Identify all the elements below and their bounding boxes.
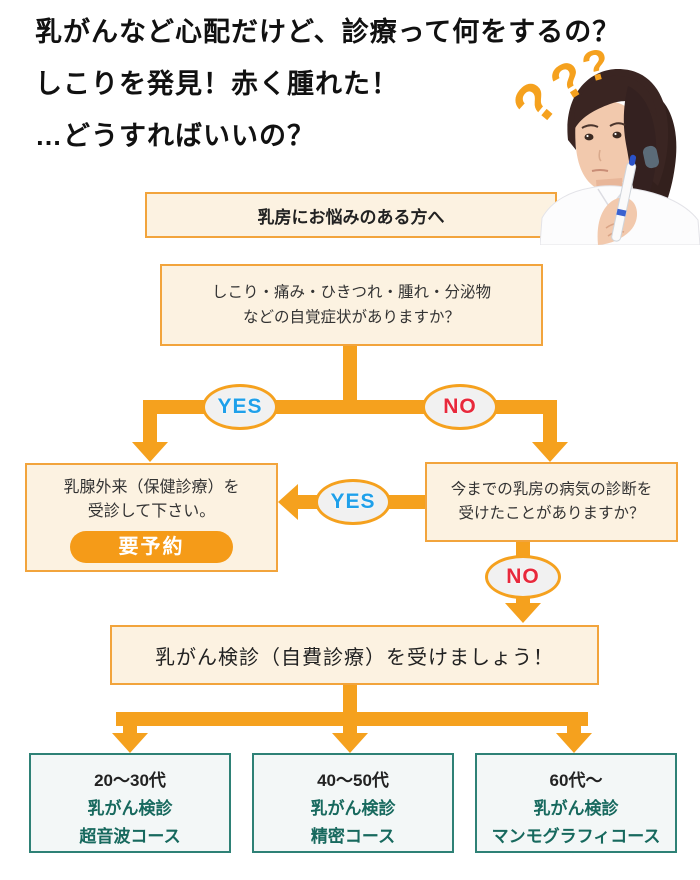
flow-line <box>516 596 530 605</box>
down-arrow-icon <box>132 442 168 462</box>
thinking-woman-illustration <box>539 69 700 246</box>
down-arrow-icon <box>556 733 592 753</box>
course-title-line: 乳がん検診 <box>87 799 173 818</box>
flow-line <box>567 726 581 735</box>
flow-line <box>343 683 357 713</box>
course-card-mammography: 60代～ 乳がん検診 マンモグラフィコース <box>475 753 677 853</box>
flow-line <box>343 726 357 735</box>
clinic-box: 乳腺外来（保健診療）を 受診して下さい。 要予約 <box>25 463 278 572</box>
intro-box-label: 乳房にお悩みのある方へ <box>257 207 445 227</box>
yes-badge: YES <box>315 479 391 525</box>
flow-line <box>116 712 588 726</box>
clinic-box-line: 受診して下さい。 <box>87 503 216 520</box>
clinic-box-line: 乳腺外来（保健診療）を <box>63 479 240 496</box>
yes-badge: YES <box>202 384 278 430</box>
symptom-question-line: などの自覚症状がありますか？ <box>242 309 460 326</box>
course-title-line: 超音波コース <box>79 827 181 846</box>
reservation-required-badge: 要予約 <box>70 531 233 563</box>
headline-line-3: …どうすればいいの？ <box>35 121 315 151</box>
no-badge: NO <box>485 555 561 599</box>
screening-box-label: 乳がん検診（自費診療）を受けましょう！ <box>155 646 554 669</box>
history-question-line: 今までの乳房の病気の診断を <box>450 481 653 498</box>
course-title-line: 乳がん検診 <box>533 799 619 818</box>
symptom-question-box: しこり・痛み・ひきつれ・腫れ・分泌物 などの自覚症状がありますか？ <box>160 264 543 346</box>
headline-line-2: しこりを発見！赤く腫れた！ <box>35 69 399 99</box>
flow-line <box>123 726 137 735</box>
course-card-ultrasound: 20～30代 乳がん検診 超音波コース <box>29 753 231 853</box>
course-card-detailed: 40～50代 乳がん検診 精密コース <box>252 753 454 853</box>
no-badge: NO <box>422 384 498 430</box>
course-title-line: 乳がん検診 <box>310 799 396 818</box>
flow-line <box>516 540 530 557</box>
intro-box: 乳房にお悩みのある方へ <box>145 192 557 238</box>
course-title-line: 精密コース <box>310 827 396 846</box>
down-arrow-icon <box>332 733 368 753</box>
course-title-line: マンモグラフィコース <box>491 827 661 846</box>
course-age: 20～30代 <box>94 771 166 790</box>
history-question-line: 受けたことがありますか？ <box>458 505 645 522</box>
history-question-box: 今までの乳房の病気の診断を 受けたことがありますか？ <box>425 462 678 542</box>
page-title: 乳がんなど心配だけど、診療って何をするの？ しこりを発見！赤く腫れた！ …どうす… <box>35 8 620 164</box>
left-arrow-icon <box>278 484 298 520</box>
course-age: 60代～ <box>549 771 603 790</box>
headline-line-1: 乳がんなど心配だけど、診療って何をするの？ <box>35 17 621 47</box>
down-arrow-icon <box>532 442 568 462</box>
screening-box: 乳がん検診（自費診療）を受けましょう！ <box>110 625 599 685</box>
down-arrow-icon <box>112 733 148 753</box>
thinking-woman-photo <box>539 58 700 246</box>
flow-line <box>543 400 557 444</box>
symptom-question-line: しこり・痛み・ひきつれ・腫れ・分泌物 <box>211 284 491 301</box>
down-arrow-icon <box>505 603 541 623</box>
flow-line <box>343 345 357 405</box>
course-age: 40～50代 <box>317 771 389 790</box>
flow-line <box>143 400 157 444</box>
